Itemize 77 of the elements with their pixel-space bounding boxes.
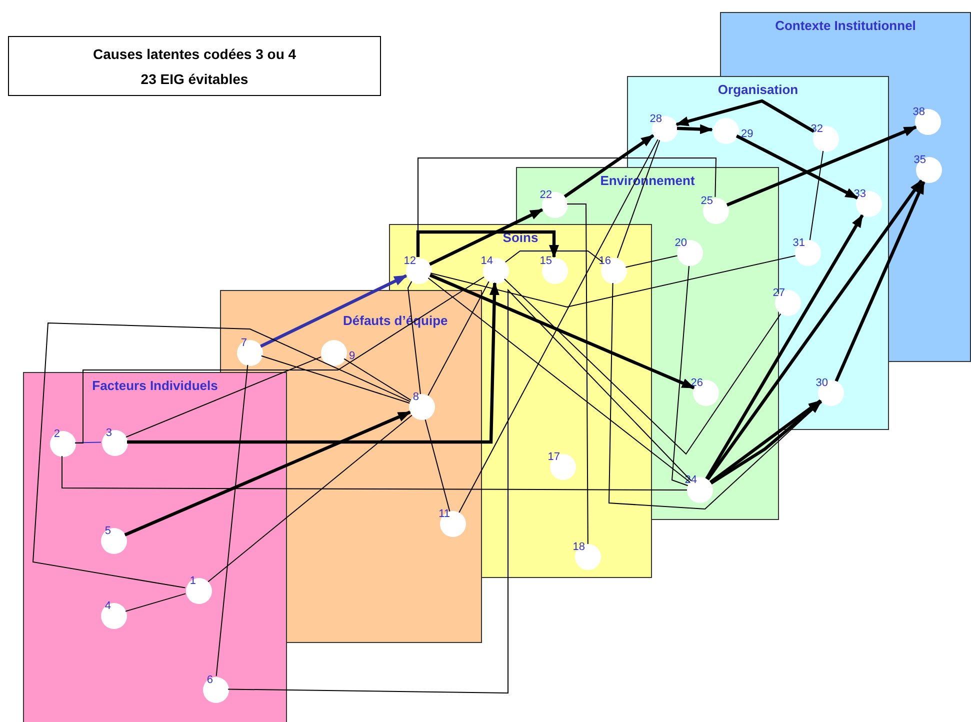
arrow bbox=[834, 180, 926, 382]
category-panel bbox=[516, 167, 779, 224]
arrow bbox=[124, 410, 412, 536]
node-number: 1 bbox=[190, 575, 196, 587]
node-number: 27 bbox=[772, 287, 785, 299]
category-panel bbox=[220, 290, 482, 372]
panel-title: Contexte Institutionnel bbox=[774, 18, 917, 33]
node-number: 14 bbox=[480, 255, 493, 267]
node-number: 7 bbox=[240, 337, 247, 349]
connector-line bbox=[126, 356, 322, 438]
connector-line bbox=[809, 150, 824, 241]
arrow bbox=[705, 214, 864, 480]
connector-line bbox=[344, 358, 412, 401]
connector-line bbox=[260, 355, 410, 404]
connector-line bbox=[671, 266, 690, 486]
category-panel bbox=[23, 372, 287, 722]
connector-line bbox=[458, 139, 658, 513]
connector-line bbox=[407, 280, 421, 395]
connector-line bbox=[428, 281, 490, 396]
arrow bbox=[416, 230, 559, 258]
category-panel bbox=[627, 76, 889, 167]
category-panel bbox=[720, 12, 971, 76]
node-number: 4 bbox=[104, 600, 111, 612]
arrow bbox=[429, 274, 695, 390]
arrow bbox=[676, 99, 815, 133]
connector-line bbox=[74, 442, 102, 444]
node-number: 8 bbox=[412, 391, 419, 403]
node-number: 3 bbox=[106, 427, 112, 439]
connector-line bbox=[228, 288, 692, 694]
connector-line bbox=[74, 276, 484, 444]
node-number: 12 bbox=[404, 255, 416, 267]
connector-line bbox=[504, 250, 604, 263]
node-number: 24 bbox=[684, 474, 697, 486]
connector-line bbox=[616, 140, 660, 258]
title-text: 23 EIG évitables bbox=[140, 70, 248, 86]
connector-line bbox=[430, 255, 796, 308]
connector-line bbox=[125, 593, 186, 612]
node-number: 31 bbox=[792, 237, 805, 249]
connector-line bbox=[216, 364, 248, 677]
panel-title: Soins bbox=[502, 230, 540, 245]
arrow bbox=[260, 274, 408, 348]
arrow bbox=[736, 134, 858, 200]
arrow bbox=[127, 282, 500, 444]
connector-line bbox=[608, 282, 822, 510]
node-number: 22 bbox=[540, 189, 552, 201]
node-number: 18 bbox=[572, 541, 585, 553]
title-box bbox=[8, 36, 381, 96]
connector-line bbox=[428, 278, 690, 482]
node-number: 25 bbox=[700, 195, 713, 207]
node-number: 29 bbox=[741, 128, 754, 140]
arrow bbox=[429, 208, 544, 266]
node-number: 28 bbox=[650, 113, 662, 125]
connector-line bbox=[625, 255, 678, 268]
connector-line bbox=[424, 419, 450, 512]
node-number: 20 bbox=[674, 237, 687, 249]
connector-line bbox=[566, 204, 588, 544]
node-number: 26 bbox=[690, 377, 703, 389]
connector-line bbox=[62, 456, 688, 490]
node-number: 2 bbox=[54, 428, 60, 440]
node-number: 6 bbox=[206, 674, 213, 686]
node-number: 15 bbox=[540, 255, 552, 267]
connector-line bbox=[504, 278, 782, 455]
connector-line bbox=[208, 414, 412, 582]
node-number: 5 bbox=[104, 525, 111, 537]
panel-title: Organisation bbox=[716, 82, 800, 97]
node-number: 17 bbox=[548, 451, 560, 463]
node-number: 11 bbox=[438, 508, 450, 520]
title-text: Causes latentes codées 3 ou 4 bbox=[92, 46, 296, 62]
node-number: 30 bbox=[816, 377, 828, 389]
connector-line bbox=[32, 322, 411, 588]
arrow bbox=[706, 180, 923, 480]
node-number: 9 bbox=[349, 350, 356, 362]
category-panel bbox=[389, 224, 652, 290]
arrow bbox=[676, 124, 713, 134]
panel-title: Facteurs Individuels bbox=[91, 378, 219, 393]
node-number: 16 bbox=[598, 255, 611, 267]
arrow bbox=[726, 126, 917, 206]
